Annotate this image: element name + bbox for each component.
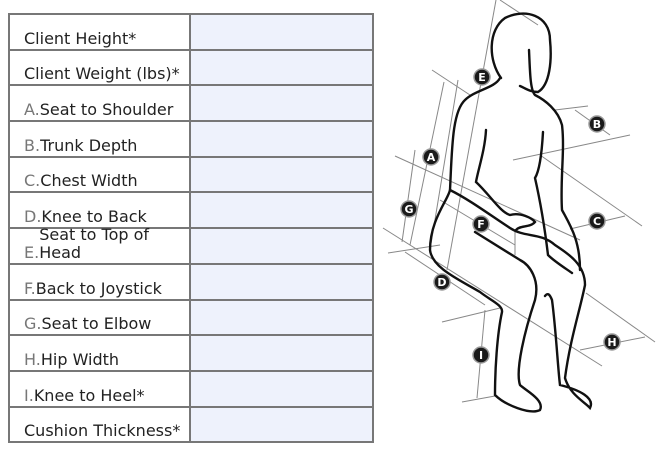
measurement-input[interactable]: [191, 371, 372, 406]
measurement-table: Client Height* Client Weight (lbs)* A. S…: [8, 13, 374, 444]
marker-circle: [603, 333, 621, 351]
marker-g: G: [400, 200, 418, 218]
measurement-label: Cushion Thickness*: [10, 407, 191, 442]
marker-circle: [472, 346, 490, 364]
label-text: Chest Width: [40, 171, 138, 191]
table-row: Client Weight (lbs)*: [10, 50, 372, 87]
marker-letter: D: [437, 276, 446, 289]
measurement-label: Client Weight (lbs)*: [10, 50, 191, 85]
measurement-input[interactable]: [191, 50, 372, 85]
measurement-input[interactable]: [191, 264, 372, 299]
measurement-input[interactable]: [191, 86, 372, 121]
body-outline: [428, 12, 593, 413]
marker-b: B: [588, 115, 606, 133]
label-text: Client Weight (lbs)*: [24, 64, 180, 84]
label-text: Trunk Depth: [40, 135, 138, 155]
marker-letter: G: [404, 203, 413, 216]
label-prefix: C.: [24, 171, 41, 191]
measurement-input[interactable]: [191, 122, 372, 156]
measurement-label: I. Knee to Heel*: [10, 371, 191, 406]
table-row: C. Chest Width: [10, 157, 372, 194]
label-text: Client Height*: [24, 28, 137, 48]
table-row: I. Knee to Heel*: [10, 371, 372, 408]
measurement-label: B. Trunk Depth: [10, 122, 191, 156]
marker-letter: H: [607, 336, 616, 349]
measurement-label: Client Height*: [10, 15, 191, 49]
measurement-label: A. Seat to Shoulder: [10, 86, 191, 121]
table-row: Cushion Thickness*: [10, 407, 372, 444]
marker-circle: [588, 115, 606, 133]
measurement-label: D. Knee to Back: [10, 193, 191, 228]
table-row: B. Trunk Depth: [10, 122, 372, 158]
table-row: D. Knee to Back: [10, 193, 372, 230]
table-row: G. Seat to Elbow: [10, 300, 372, 337]
measurement-label: F. Back to Joystick: [10, 264, 191, 299]
label-text: Back to Joystick: [35, 278, 162, 298]
marker-circle: [433, 273, 451, 291]
marker-circle: [422, 148, 440, 166]
marker-c: C: [588, 212, 606, 230]
label-prefix: H.: [24, 349, 41, 369]
marker-letter: C: [593, 215, 601, 228]
measurement-label: G. Seat to Elbow: [10, 300, 191, 335]
seated-body-diagram: A B C D E F G H I: [382, 0, 656, 413]
measurement-input[interactable]: [191, 157, 372, 192]
marker-d: D: [433, 273, 451, 291]
marker-a: A: [422, 148, 440, 166]
measurement-input[interactable]: [191, 300, 372, 335]
measurement-label: H. Hip Width: [10, 336, 191, 370]
marker-circle: [472, 215, 490, 233]
label-prefix: A.: [24, 100, 40, 120]
measurement-input[interactable]: [191, 229, 372, 263]
label-text: Hip Width: [40, 349, 120, 369]
marker-letter: E: [478, 71, 486, 84]
label-prefix: D.: [24, 207, 42, 227]
marker-i: I: [472, 346, 490, 364]
marker-e: E: [473, 68, 491, 86]
measurement-input[interactable]: [191, 336, 372, 370]
label-text: Knee to Back: [41, 207, 147, 227]
table-row: A. Seat to Shoulder: [10, 86, 372, 123]
label-prefix: E.: [24, 242, 40, 262]
label-text: Knee to Heel*: [33, 385, 145, 405]
marker-letter: F: [477, 218, 485, 231]
marker-letter: B: [593, 118, 601, 131]
table-row: F. Back to Joystick: [10, 264, 372, 301]
marker-circle: [473, 68, 491, 86]
table-row: Client Height*: [10, 15, 372, 51]
marker-letter: I: [479, 349, 483, 362]
marker-f: F: [472, 215, 490, 233]
label-prefix: G.: [24, 314, 42, 334]
measurement-input[interactable]: [191, 407, 372, 442]
markers: A B C D E F G H I: [400, 68, 621, 364]
measurement-input[interactable]: [191, 15, 372, 49]
table-row: E. Seat to Top of Head: [10, 224, 372, 265]
marker-letter: A: [427, 151, 436, 164]
marker-h: H: [603, 333, 621, 351]
label-text: Seat to Shoulder: [39, 100, 174, 120]
label-text: Seat to Elbow: [41, 314, 152, 334]
measurement-input[interactable]: [191, 193, 372, 228]
label-prefix: F.: [24, 278, 36, 298]
measurement-label: C. Chest Width: [10, 157, 191, 192]
label-prefix: I.: [24, 385, 34, 405]
label-text: Cushion Thickness*: [24, 421, 181, 441]
label-text: Seat to Top of Head: [39, 224, 150, 262]
marker-circle: [400, 200, 418, 218]
table-row: H. Hip Width: [10, 336, 372, 372]
measurement-label: E. Seat to Top of Head: [10, 224, 191, 263]
label-prefix: B.: [24, 135, 41, 155]
marker-circle: [588, 212, 606, 230]
